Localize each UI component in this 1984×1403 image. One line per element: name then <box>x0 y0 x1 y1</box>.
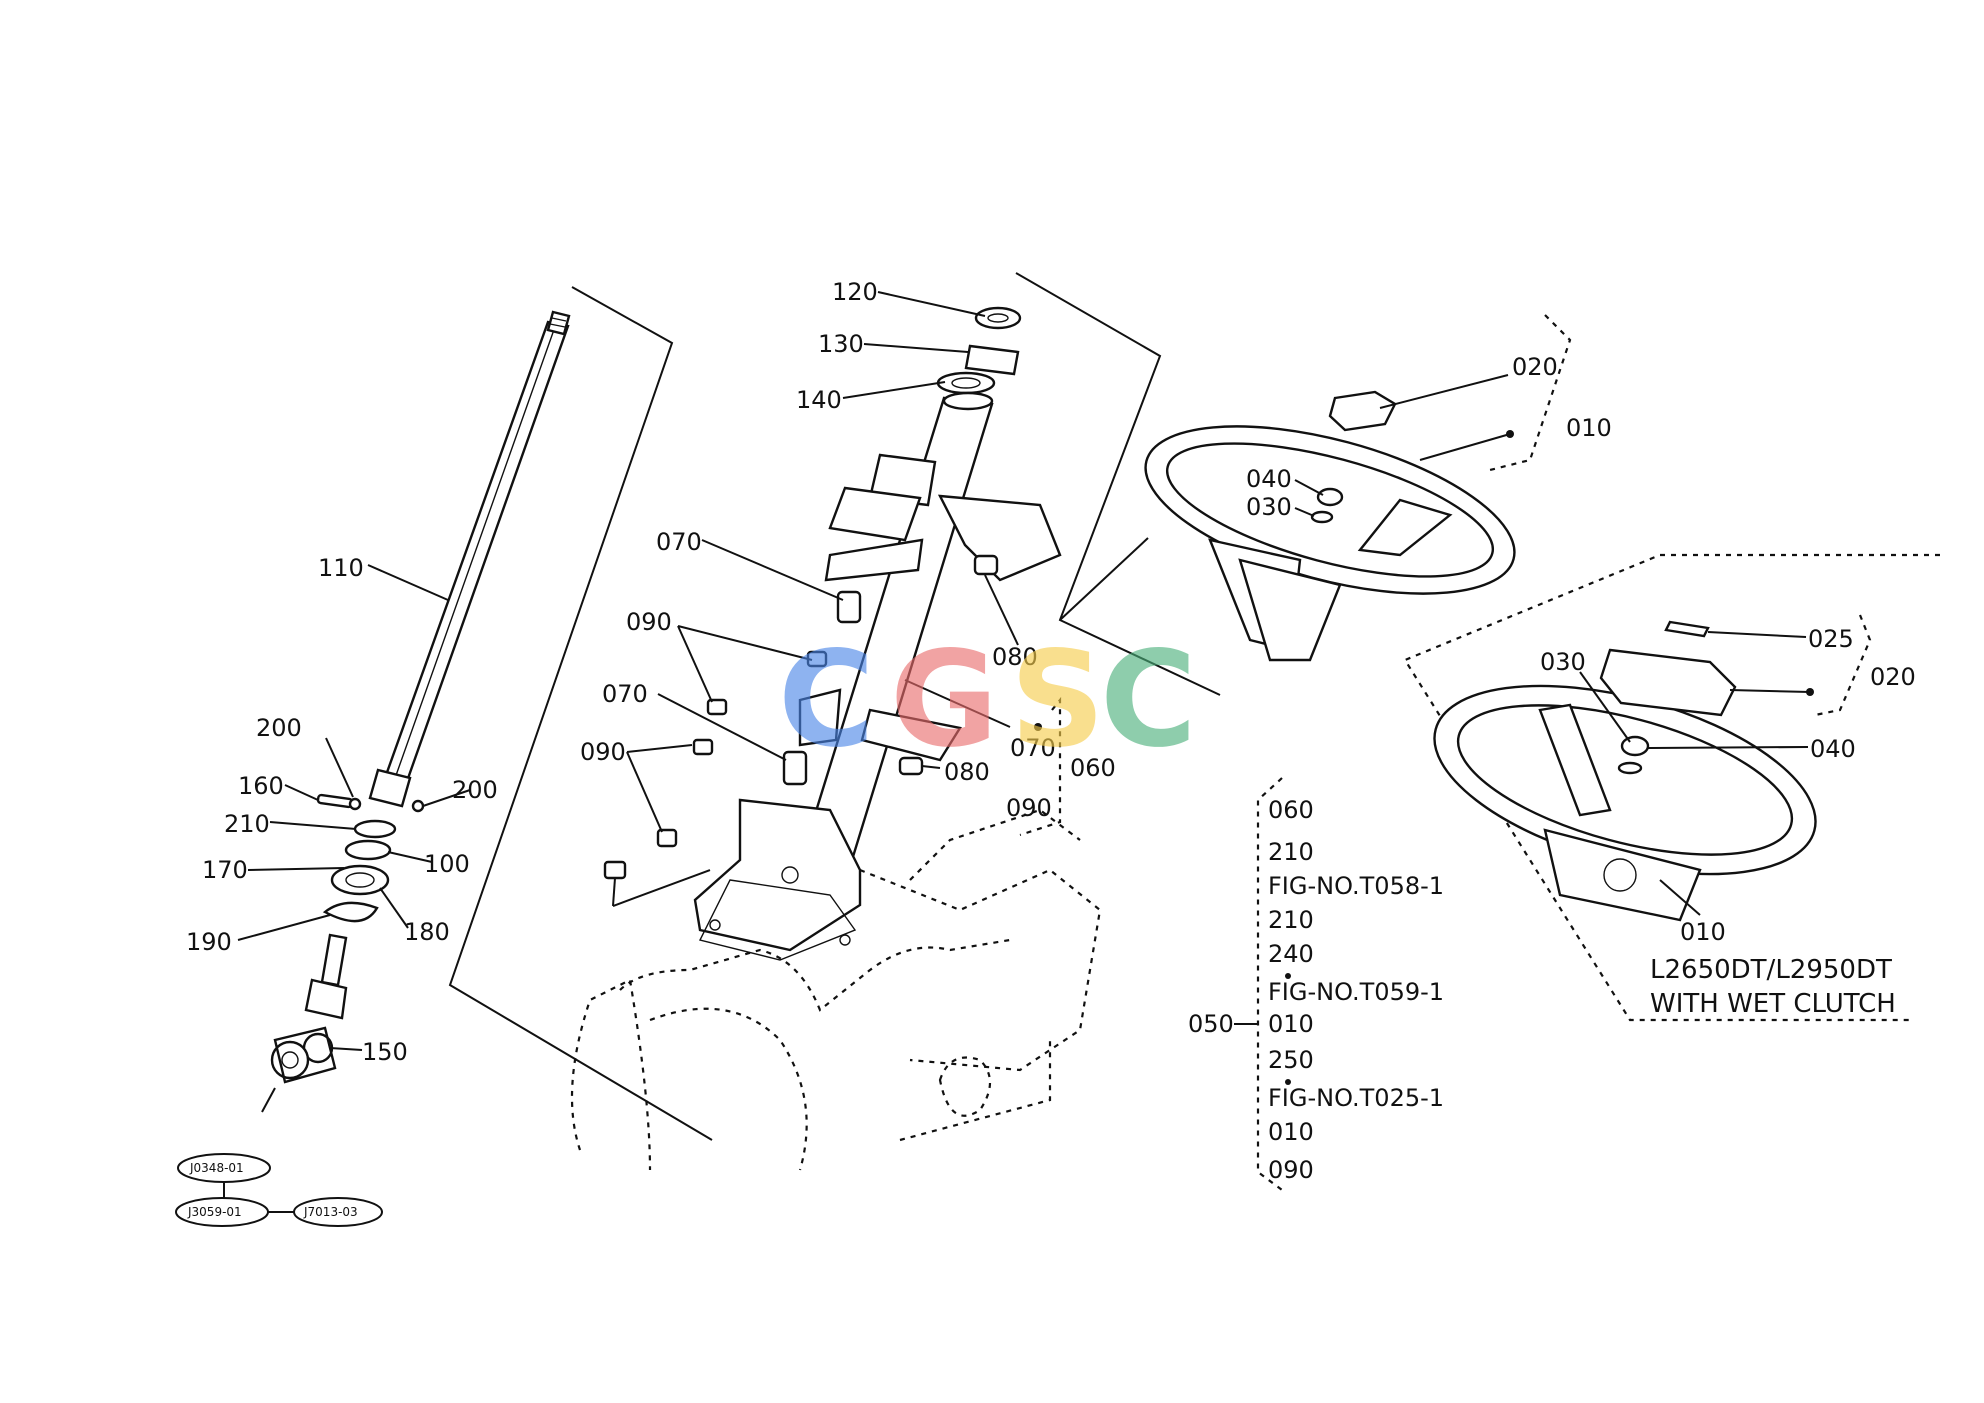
clip-200-right <box>411 799 425 813</box>
label-110: 110 <box>318 554 364 582</box>
chain-fig-t058: FIG-NO.T058-1 <box>1268 872 1444 900</box>
ref-j7013: J7013-03 <box>303 1205 358 1219</box>
part-labels: 120 130 140 110 070 090 080 070 090 070 … <box>186 278 1916 1066</box>
chain-fig-t059: FIG-NO.T059-1 <box>1268 978 1444 1006</box>
chain-050: 050 <box>1188 1010 1234 1038</box>
horn-cap-020 <box>1328 390 1397 432</box>
label-150: 150 <box>362 1038 408 1066</box>
steering-shaft <box>383 320 570 786</box>
clip-200-left <box>348 797 362 811</box>
label-090-upper: 090 <box>626 608 672 636</box>
bushing-070-top <box>836 590 862 624</box>
chain-060: 060 <box>1268 796 1314 824</box>
label-040: 040 <box>1246 465 1292 493</box>
label-200-right: 200 <box>452 776 498 804</box>
variant-nut-040 <box>1620 735 1650 757</box>
watermark-letter-c1: C <box>778 623 875 777</box>
bushing-090-low <box>692 738 714 756</box>
label-190: 190 <box>186 928 232 956</box>
label-160: 160 <box>238 772 284 800</box>
nut-040 <box>1316 487 1344 507</box>
seal-100 <box>344 839 392 861</box>
label-070-upper: 070 <box>656 528 702 556</box>
bushing-090-mid <box>706 698 728 716</box>
washer-030 <box>1310 510 1334 524</box>
label-100: 100 <box>424 850 470 878</box>
label-020-variant: 020 <box>1870 663 1916 691</box>
label-090-group: 090 <box>1006 794 1052 822</box>
variant-note-clutch: WITH WET CLUTCH <box>1650 989 1896 1019</box>
reference-tags: J0348-01 J3059-01 J7013-03 <box>175 1153 383 1227</box>
bushing-070-mid <box>782 750 808 786</box>
label-130: 130 <box>818 330 864 358</box>
bearing-180 <box>330 864 390 896</box>
emblem-025 <box>1664 620 1710 638</box>
watermark-letter-s: S <box>1010 623 1105 777</box>
bushing-090-bottom <box>656 828 678 848</box>
variant-cap-020 <box>1599 648 1737 717</box>
label-070-group: 070 <box>1010 734 1056 762</box>
ref-j0348: J0348-01 <box>189 1161 244 1175</box>
label-140: 140 <box>796 386 842 414</box>
steering-wheel-variant <box>1403 553 1940 1022</box>
label-010-variant: 010 <box>1680 918 1726 946</box>
leader-lines <box>237 291 1811 1051</box>
steering-wheel-upper <box>1059 314 1572 662</box>
chain-090: 090 <box>1268 1156 1314 1184</box>
chain-fig-t025: FIG-NO.T025-1 <box>1268 1084 1444 1112</box>
shaft-group-bracket <box>448 286 713 1141</box>
chain-210-a: 210 <box>1268 838 1314 866</box>
chain-240: 240 <box>1268 940 1314 968</box>
variant-note-models: L2650DT/L2950DT <box>1650 955 1892 985</box>
ref-oval-3 <box>293 1197 383 1227</box>
universal-joint <box>304 978 348 1020</box>
universal-joint-shaft <box>320 933 348 987</box>
group-060-bracket <box>1019 696 1062 837</box>
bolt <box>603 860 627 880</box>
label-180: 180 <box>404 918 450 946</box>
nut-120 <box>974 306 1022 330</box>
chain-250: 250 <box>1268 1046 1314 1074</box>
label-030: 030 <box>1246 493 1292 521</box>
label-090-lower: 090 <box>580 738 626 766</box>
label-040-variant: 040 <box>1810 735 1856 763</box>
chain-010-b: 010 <box>1268 1118 1314 1146</box>
bearing-130 <box>964 344 1020 376</box>
label-060-group: 060 <box>1070 754 1116 782</box>
chain-010-a: 010 <box>1268 1010 1314 1038</box>
label-210: 210 <box>224 810 270 838</box>
label-025: 025 <box>1808 625 1854 653</box>
label-120: 120 <box>832 278 878 306</box>
chain-bracket <box>1256 777 1283 1191</box>
label-200-left: 200 <box>256 714 302 742</box>
leader-dots <box>1034 430 1814 731</box>
ref-j3059: J3059-01 <box>187 1205 242 1219</box>
label-080-upper: 080 <box>992 643 1038 671</box>
label-170: 170 <box>202 856 248 884</box>
watermark-letter-g: G <box>890 623 998 777</box>
cross-reference-chain: 060 210 FIG-NO.T058-1 210 240 FIG-NO.T05… <box>1188 796 1444 1184</box>
variant-washer-030 <box>1617 761 1643 775</box>
bushing-080-top <box>973 554 999 576</box>
circlip-190 <box>322 901 379 923</box>
column-group-bracket <box>1015 272 1221 696</box>
label-070-mid: 070 <box>602 680 648 708</box>
column-base-mount <box>693 798 862 952</box>
chain-210-b: 210 <box>1268 906 1314 934</box>
label-080-lower: 080 <box>944 758 990 786</box>
label-010: 010 <box>1566 414 1612 442</box>
pin-160 <box>316 793 354 809</box>
label-030-variant: 030 <box>1540 648 1586 676</box>
washer-140 <box>936 371 996 395</box>
transmission-housing-outline <box>570 808 1102 1171</box>
steering-shaft-assembly <box>261 286 713 1141</box>
watermark-letter-c2: C <box>1100 623 1197 777</box>
steering-column-assembly <box>603 272 1221 961</box>
label-020: 020 <box>1512 353 1558 381</box>
ring-210 <box>353 819 397 839</box>
watermark-logo: C G S C <box>778 623 1197 777</box>
